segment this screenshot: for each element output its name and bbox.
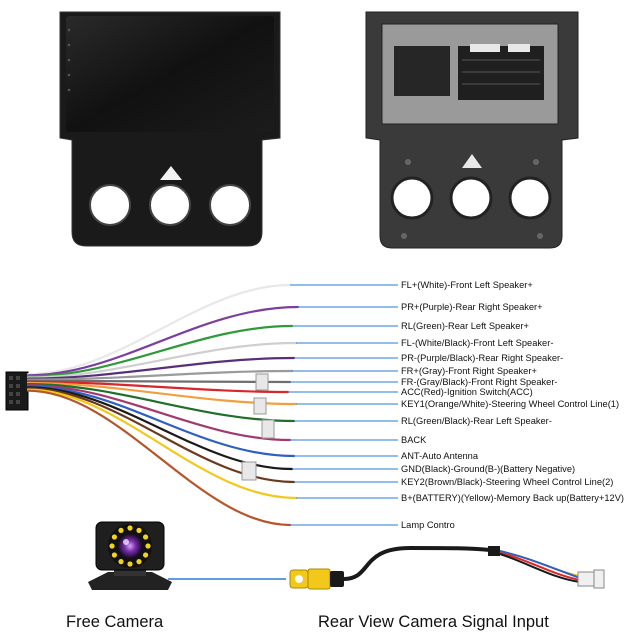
knob-hole-center <box>149 184 191 226</box>
knob-hole-left <box>89 184 131 226</box>
wire-label: PR+(Purple)-Rear Right Speaker+ <box>401 302 543 312</box>
camera-led <box>127 525 133 531</box>
camera-led <box>118 559 124 565</box>
wire-label: KEY1(Orange/White)-Steering Wheel Contro… <box>401 399 620 409</box>
wire-label: Lamp Contro <box>401 520 455 530</box>
camera-led <box>127 561 133 567</box>
camera-lens <box>118 534 142 558</box>
camera-led <box>111 552 117 558</box>
wire-label: FR-(Gray/Black)-Front Right Speaker- <box>401 377 558 387</box>
camera-led <box>109 543 115 549</box>
wire-label: RL(Green)-Rear Left Speaker+ <box>401 321 529 331</box>
harness-wire <box>26 386 294 471</box>
harness-wire <box>26 388 298 500</box>
label-tag <box>241 461 257 481</box>
camera-led <box>111 534 117 540</box>
camera-led <box>143 534 149 540</box>
wire-label: ACC(Red)-Ignition Switch(ACC) <box>401 387 533 397</box>
rear-camera-caption: Rear View Camera Signal Input <box>318 613 549 631</box>
wire-label: RL(Green/Black)-Rear Left Speaker- <box>401 416 552 426</box>
harness-wire <box>26 384 292 442</box>
harness-wire <box>26 380 290 394</box>
wire-label: FL+(White)-Front Left Speaker+ <box>401 280 533 290</box>
head-unit-front <box>59 11 281 247</box>
harness-wire <box>26 383 296 423</box>
label-tag <box>261 419 275 439</box>
touch-screen <box>66 16 274 132</box>
camera-led <box>136 527 142 534</box>
camera-led <box>136 559 142 565</box>
wire-label: FL-(White/Black)-Front Left Speaker- <box>401 338 554 348</box>
harness-wire <box>26 324 294 378</box>
camera-image <box>88 521 172 590</box>
rear-camera-cable <box>289 545 605 590</box>
camera-led <box>143 552 149 558</box>
harness-wire <box>26 387 296 484</box>
harness-wire <box>26 356 296 380</box>
label-tag <box>253 397 267 415</box>
wire-label: KEY2(Brown/Black)-Steering Wheel Control… <box>401 477 614 487</box>
harness-wire <box>26 283 292 376</box>
harness-wire <box>26 385 296 458</box>
wire-label: FR+(Gray)-Front Right Speaker+ <box>401 366 537 376</box>
free-camera-caption: Free Camera <box>66 613 164 631</box>
knob-hole-right <box>209 184 251 226</box>
wire-label: PR-(Purple/Black)-Rear Right Speaker- <box>401 353 564 363</box>
harness-wire <box>26 341 298 379</box>
hazard-button <box>160 166 182 180</box>
wiring-harness <box>5 283 398 527</box>
wire-label: ANT-Auto Antenna <box>401 451 479 461</box>
camera-led <box>118 527 124 534</box>
wire-label: GND(Black)-Ground(B-)(Battery Negative) <box>401 464 576 474</box>
head-unit-back <box>365 11 579 249</box>
camera-led <box>145 543 151 549</box>
label-tag <box>255 373 269 391</box>
harness-wire <box>26 369 294 381</box>
harness-wire <box>26 389 292 527</box>
harness-wire <box>26 305 300 377</box>
wire-label: BACK <box>401 435 427 445</box>
wire-label: B+(BATTERY)(Yellow)-Memory Back up(Batte… <box>401 493 625 503</box>
